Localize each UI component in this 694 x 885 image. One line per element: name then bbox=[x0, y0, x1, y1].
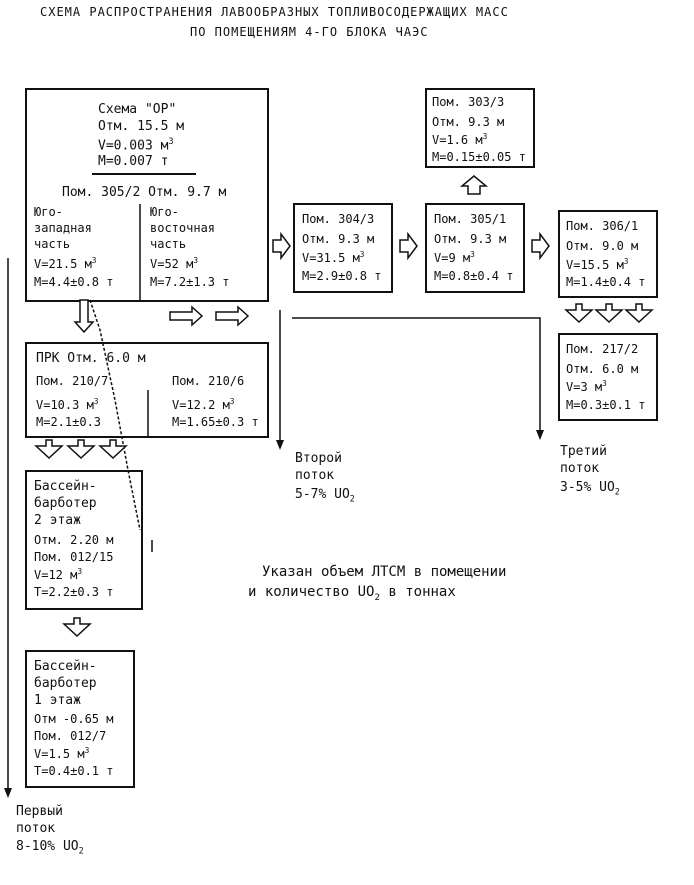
second-flow-percent: 5-7% UO2 bbox=[295, 487, 355, 504]
sw-part-line3: часть bbox=[34, 237, 71, 251]
r304-elevation: Отм. 9.3 м bbox=[302, 232, 375, 246]
third-flow-percent: 3-5% UO2 bbox=[560, 480, 620, 497]
or-elevation: Отм. 15.5 м bbox=[98, 119, 185, 134]
note-line1: Указан объем ЛТСМ в помещении bbox=[262, 564, 507, 580]
se-part-mass: М=7.2±1.3 т bbox=[150, 275, 230, 289]
second-flow-arrowhead bbox=[276, 440, 284, 450]
pool2-room: Пом. 012/15 bbox=[34, 550, 114, 564]
se-part-line1: Юго- bbox=[150, 205, 179, 219]
pool1-line2: барботер bbox=[34, 676, 97, 691]
r305-1-elevation: Отм. 9.3 м bbox=[434, 232, 507, 246]
r304-volume: V=31.5 м3 bbox=[302, 250, 365, 265]
prk-header: ПРК Отм. 6.0 м bbox=[36, 351, 146, 366]
diagonal-flow-line bbox=[89, 299, 141, 531]
room-305-1-box bbox=[425, 203, 525, 293]
arrow-or-down-3 bbox=[215, 305, 250, 327]
arrow-305-1-to-306 bbox=[531, 231, 550, 261]
third-flow-arrowhead bbox=[536, 430, 544, 440]
pool2-elevation: Отм. 2.20 м bbox=[34, 533, 114, 547]
or-scheme-box bbox=[25, 88, 269, 302]
pool2-volume: V=12 м3 bbox=[34, 567, 83, 582]
or-volume: V=0.003 м3 bbox=[98, 136, 174, 154]
se-part-line2: восточная bbox=[150, 221, 216, 235]
pool-2nd-floor-box bbox=[25, 470, 143, 610]
r306-elevation: Отм. 9.0 м bbox=[566, 239, 639, 253]
arrow-304-to-305-1 bbox=[399, 231, 418, 261]
second-flow-line2: поток bbox=[295, 468, 335, 483]
arrow-or-down-2 bbox=[169, 305, 204, 327]
arrow-or-to-304 bbox=[272, 231, 291, 261]
prk-210-7-mass: М=2.1±0.3 bbox=[36, 415, 102, 429]
arrow-or-down-1 bbox=[73, 299, 95, 334]
prk-box bbox=[25, 342, 269, 438]
sw-part-line2: западная bbox=[34, 221, 92, 235]
prk-room-210-6: Пом. 210/6 bbox=[172, 374, 245, 388]
second-flow-line1: Второй bbox=[295, 451, 342, 466]
arrow-306-down-2 bbox=[594, 303, 624, 324]
arrow-306-down-3 bbox=[624, 303, 654, 324]
arrow-prk-down-1 bbox=[34, 439, 64, 460]
first-flow-arrowhead bbox=[4, 788, 12, 798]
r303-mass: М=0.15±0.05 т bbox=[432, 150, 526, 164]
sw-part-mass: М=4.4±0.8 т bbox=[34, 275, 114, 289]
sw-part-volume: V=21.5 м3 bbox=[34, 256, 97, 271]
first-flow-line1: Первый bbox=[16, 804, 63, 819]
third-flow-line bbox=[292, 317, 541, 432]
arrow-306-down-1 bbox=[564, 303, 594, 324]
pool1-volume: V=1.5 м3 bbox=[34, 746, 90, 761]
r306-mass: М=1.4±0.4 т bbox=[566, 275, 646, 289]
r305-1-room: Пом. 305/1 bbox=[434, 212, 507, 226]
r303-room: Пом. 303/3 bbox=[432, 95, 505, 109]
pool1-line1: Бассейн- bbox=[34, 659, 97, 674]
room-217-2-box bbox=[558, 333, 658, 421]
or-room-305-2: Пом. 305/2 Отм. 9.7 м bbox=[62, 185, 227, 200]
pool2-mass: Т=2.2±0.3 т bbox=[34, 585, 114, 599]
arrow-prk-down-2 bbox=[66, 439, 96, 460]
prk-210-7-volume: V=10.3 м3 bbox=[36, 397, 99, 412]
pool1-elevation: Отм -0.65 м bbox=[34, 712, 114, 726]
r304-mass: М=2.9±0.8 т bbox=[302, 269, 382, 283]
diagram-title-line1: СХЕМА РАСПРОСТРАНЕНИЯ ЛАВООБРАЗНЫХ ТОПЛИ… bbox=[40, 5, 509, 19]
r303-elevation: Отм. 9.3 м bbox=[432, 115, 505, 129]
diagram-title-line2: ПО ПОМЕЩЕНИЯМ 4-ГО БЛОКА ЧАЭС bbox=[190, 25, 429, 39]
prk-room-210-7: Пом. 210/7 bbox=[36, 374, 109, 388]
arrow-305-1-to-303 bbox=[459, 175, 489, 195]
sw-part-line1: Юго- bbox=[34, 205, 63, 219]
or-mass: М=0.007 т bbox=[98, 154, 169, 169]
prk-210-6-volume: V=12.2 м3 bbox=[172, 397, 235, 412]
pool1-line3: 1 этаж bbox=[34, 693, 81, 708]
r306-volume: V=15.5 м3 bbox=[566, 257, 629, 272]
prk-210-6-mass: М=1.65±0.3 т bbox=[172, 415, 259, 429]
r304-room: Пом. 304/3 bbox=[302, 212, 375, 226]
se-part-line3: часть bbox=[150, 237, 187, 251]
se-part-volume: V=52 м3 bbox=[150, 256, 199, 271]
r217-mass: М=0.3±0.1 т bbox=[566, 398, 646, 412]
pool1-mass: Т=0.4±0.1 т bbox=[34, 764, 114, 778]
r306-room: Пом. 306/1 bbox=[566, 219, 639, 233]
or-name: Схема "ОР" bbox=[98, 102, 177, 117]
pool2-line2: барботер bbox=[34, 496, 97, 511]
room-304-3-box bbox=[293, 203, 393, 293]
r303-volume: V=1.6 м3 bbox=[432, 132, 488, 147]
r217-room: Пом. 217/2 bbox=[566, 342, 639, 356]
r217-elevation: Отм. 6.0 м bbox=[566, 362, 639, 376]
pool-1st-floor-box bbox=[25, 650, 135, 788]
third-flow-line2: поток bbox=[560, 461, 600, 476]
arrow-prk-down-3 bbox=[98, 439, 128, 460]
note-line2: и количество UO2 в тоннах bbox=[248, 584, 456, 603]
first-flow-line2: поток bbox=[16, 821, 56, 836]
r305-1-mass: М=0.8±0.4 т bbox=[434, 269, 514, 283]
room-306-1-box bbox=[558, 210, 658, 298]
first-flow-percent: 8-10% UO2 bbox=[16, 839, 84, 856]
r305-1-volume: V=9 м3 bbox=[434, 250, 475, 265]
pool1-room: Пом. 012/7 bbox=[34, 729, 107, 743]
pool2-line3: 2 этаж bbox=[34, 513, 81, 528]
third-flow-line1: Третий bbox=[560, 444, 607, 459]
arrow-pool2-to-pool1 bbox=[62, 617, 92, 638]
r217-volume: V=3 м3 bbox=[566, 379, 607, 394]
room-303-3-box bbox=[425, 88, 535, 168]
pool2-line1: Бассейн- bbox=[34, 479, 97, 494]
